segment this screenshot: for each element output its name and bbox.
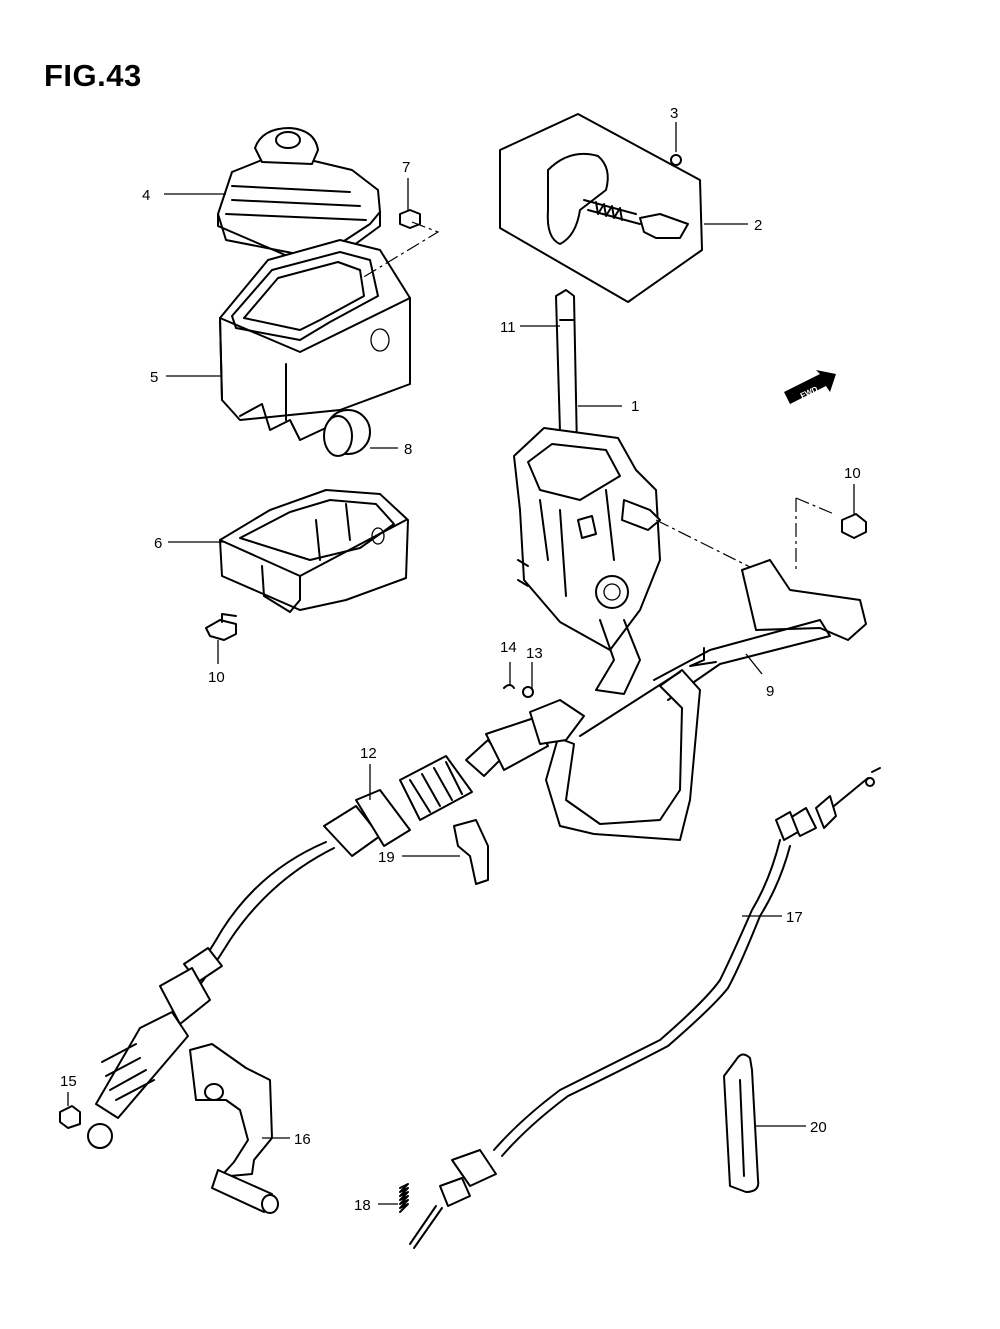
shift-boot [217, 127, 381, 271]
lever-16 [189, 1043, 279, 1214]
callout-10-left: 10 [208, 669, 225, 686]
callout-6: 6 [154, 535, 162, 552]
callout-20: 20 [810, 1119, 827, 1136]
callout-13: 13 [526, 645, 543, 662]
callout-19: 19 [378, 849, 395, 866]
cable-strap-20 [723, 1053, 760, 1193]
fwd-arrow-icon: FWD [784, 370, 836, 404]
callout-9: 9 [766, 683, 774, 700]
washer-13 [522, 686, 534, 698]
shifter-housing [513, 427, 661, 695]
console-upper-cover [219, 239, 411, 441]
callout-labels: 1 2 3 4 5 6 7 8 9 10 10 11 12 13 14 15 1… [60, 105, 861, 1214]
nut-15 [59, 1105, 81, 1129]
shift-cable [409, 767, 881, 1249]
console-lower-cover [219, 489, 409, 613]
retaining-clip-19 [453, 819, 489, 885]
callout-12: 12 [360, 745, 377, 762]
bolt-guide-line-2 [795, 497, 835, 515]
callout-2: 2 [754, 217, 762, 234]
callout-10-right: 10 [844, 465, 861, 482]
callout-5: 5 [150, 369, 158, 386]
select-cable [87, 699, 585, 1149]
shifter-bracket [545, 559, 867, 841]
bolt-10-right [841, 513, 867, 539]
callout-18: 18 [354, 1197, 371, 1214]
callout-4: 4 [142, 187, 150, 204]
callout-1: 1 [631, 398, 639, 415]
callout-8: 8 [404, 441, 412, 458]
leader-lines [67, 122, 855, 1205]
callout-14: 14 [500, 639, 517, 656]
shift-knob-assembly [499, 113, 703, 303]
callout-3: 3 [670, 105, 678, 122]
spring-18 [399, 1183, 409, 1213]
callout-17: 17 [786, 909, 803, 926]
lever-guide-line [655, 519, 753, 569]
figure-title: FIG.43 [44, 58, 142, 93]
callout-15: 15 [60, 1073, 77, 1090]
grommet [323, 409, 371, 457]
clip-14 [503, 684, 515, 689]
screw-3 [670, 154, 682, 166]
bolt-7 [399, 209, 421, 229]
bolt-10-left [205, 613, 237, 641]
callout-11: 11 [500, 319, 516, 336]
callout-16: 16 [294, 1131, 311, 1148]
assembly-guide-line [361, 221, 440, 279]
callout-7: 7 [402, 159, 410, 176]
